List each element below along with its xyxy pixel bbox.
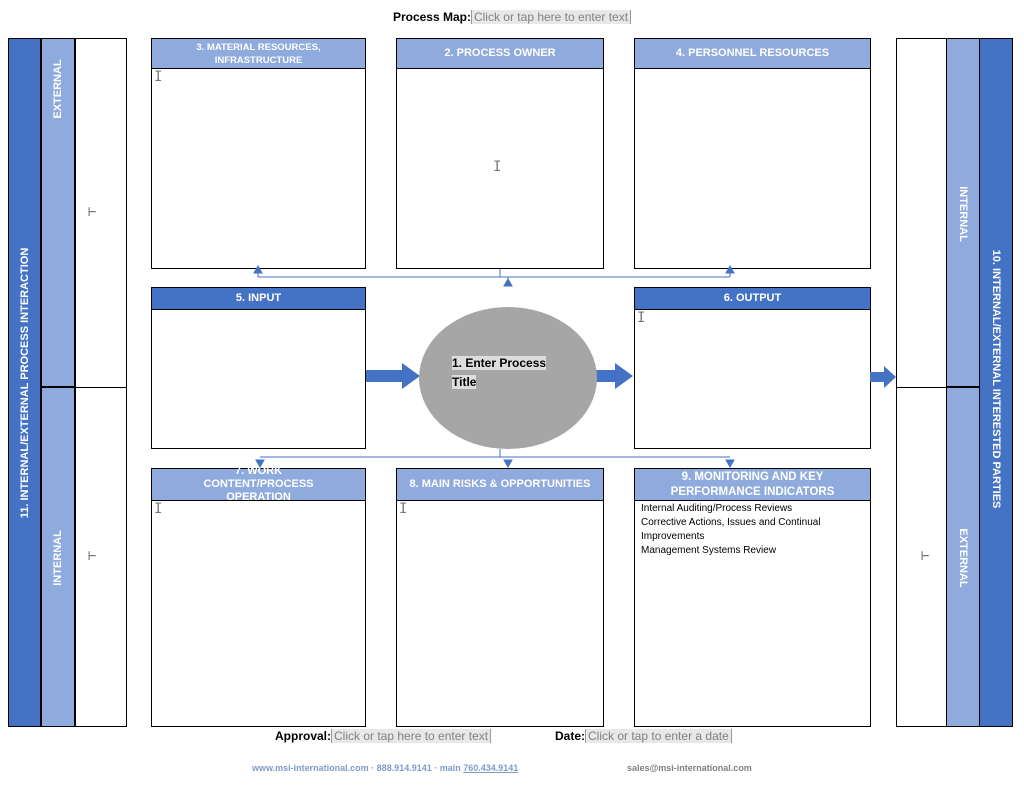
input-box[interactable]: 5. INPUT xyxy=(151,287,366,449)
left-internal-label-cell: INTERNAL xyxy=(41,387,75,727)
process-owner-header: 2. PROCESS OWNER xyxy=(397,39,603,69)
right-internal-label-cell: INTERNAL xyxy=(946,38,980,387)
phone-link[interactable]: 760.434.9141 xyxy=(463,763,519,773)
process-map-input[interactable]: Click or tap here to enter text xyxy=(470,10,632,24)
date-input[interactable]: Click or tap to enter a date xyxy=(585,729,732,743)
output-box[interactable]: 6. OUTPUT I xyxy=(634,287,871,449)
arrow-down-icon xyxy=(503,459,513,469)
work-content-header: 7. WORK CONTENT/PROCESS OPERATION xyxy=(152,465,365,503)
monitoring-list: Internal Auditing/Process Reviews Correc… xyxy=(641,502,866,558)
monitoring-item: Internal Auditing/Process Reviews xyxy=(641,503,793,514)
approval-input[interactable]: Click or tap here to enter text xyxy=(331,729,492,743)
right-internal-field[interactable] xyxy=(896,38,947,388)
arrow-down-icon xyxy=(725,459,735,469)
input-arrow-icon xyxy=(366,363,420,389)
process-title-field[interactable]: 1. Enter Process Title xyxy=(452,354,562,392)
monitoring-item: Corrective Actions, Issues and Continual… xyxy=(641,517,821,542)
monitoring-item: Management Systems Review xyxy=(641,545,777,556)
arrow-down-icon xyxy=(255,459,265,469)
work-content-box[interactable]: 7. WORK CONTENT/PROCESS OPERATION I xyxy=(151,465,366,727)
footer-contact-text: www.msi-international.com · 888.914.9141… xyxy=(252,763,464,773)
approval-label: Approval: xyxy=(275,729,332,743)
left-internal-field[interactable]: ⊢ xyxy=(75,387,127,727)
date-label: Date: xyxy=(555,729,586,743)
process-owner-box[interactable]: 2. PROCESS OWNER I xyxy=(396,38,604,269)
right-external-label-cell: EXTERNAL xyxy=(946,387,980,727)
process-map-label: Process Map: xyxy=(392,10,471,24)
footer-contact: www.msi-international.com · 888.914.9141… xyxy=(252,763,532,773)
material-resources-box[interactable]: 3. MATERIAL RESOURCES, INFRASTRUCTURE I xyxy=(151,38,366,269)
monitoring-header: 9. MONITORING AND KEY PERFORMANCE INDICA… xyxy=(635,469,870,501)
arrow-up-icon xyxy=(503,277,513,287)
approval-row: Approval:Click or tap here to enter text xyxy=(275,729,492,743)
process-title-ellipse xyxy=(419,307,597,449)
left-panel-title-bar: 11. INTERNAL/EXTERNAL PROCESS INTERACTIO… xyxy=(8,38,41,727)
footer-email: sales@msi-international.com xyxy=(627,763,752,773)
right-external-field[interactable]: ⊢ xyxy=(896,387,947,727)
parties-arrow-icon xyxy=(870,366,896,388)
process-map-header: Process Map:Click or tap here to enter t… xyxy=(0,10,1024,24)
arrow-up-icon xyxy=(253,264,263,274)
risks-opportunities-header: 8. MAIN RISKS & OPPORTUNITIES xyxy=(397,469,603,501)
date-row: Date:Click or tap to enter a date xyxy=(555,729,732,743)
process-title-text: 1. Enter Process Title xyxy=(452,356,547,389)
personnel-resources-box[interactable]: 4. PERSONNEL RESOURCES xyxy=(634,38,871,269)
output-arrow-icon xyxy=(586,363,633,389)
monitoring-box[interactable]: 9. MONITORING AND KEY PERFORMANCE INDICA… xyxy=(634,468,871,727)
personnel-resources-header: 4. PERSONNEL RESOURCES xyxy=(635,39,870,69)
arrow-up-icon xyxy=(725,264,735,274)
left-external-label-cell: EXTERNAL xyxy=(41,38,75,387)
input-header: 5. INPUT xyxy=(152,288,365,310)
risks-opportunities-box[interactable]: 8. MAIN RISKS & OPPORTUNITIES I xyxy=(396,468,604,727)
output-header: 6. OUTPUT xyxy=(635,288,870,310)
right-panel-title-bar: 10. INTERNAL/EXTERNAL INTERESTED PARTIES xyxy=(979,38,1013,727)
material-resources-header: 3. MATERIAL RESOURCES, INFRASTRUCTURE xyxy=(152,39,365,69)
